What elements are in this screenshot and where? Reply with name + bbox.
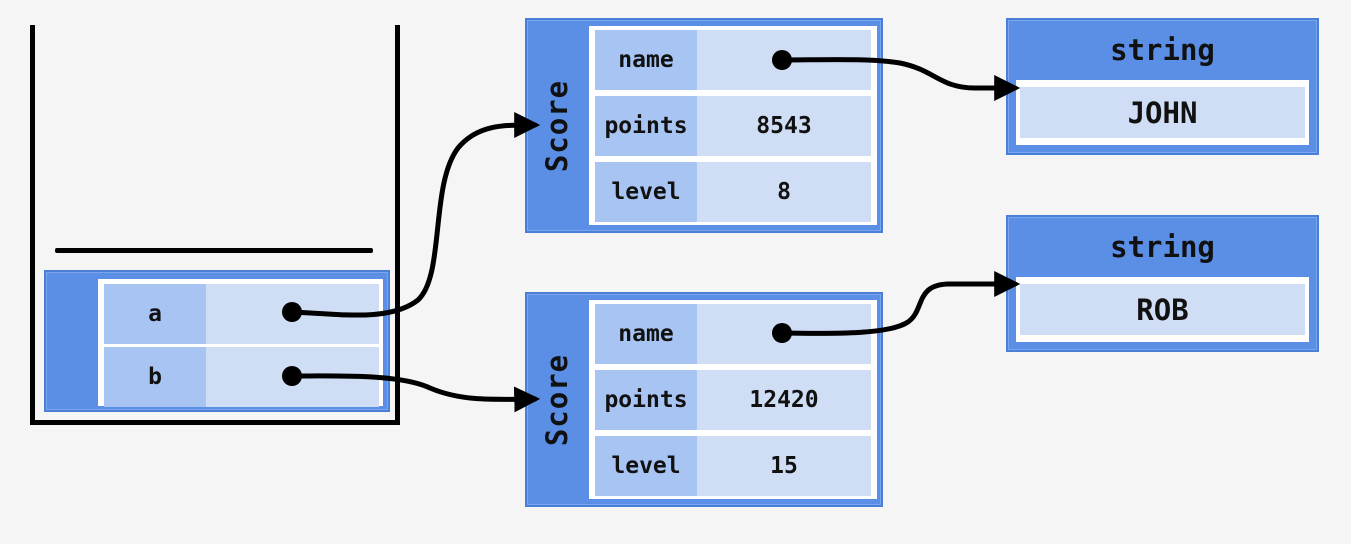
score2-value-name bbox=[697, 304, 871, 364]
string-object-1: string JOHN bbox=[1006, 18, 1319, 155]
stack-key-a: a bbox=[104, 284, 206, 344]
score1-value-name bbox=[697, 30, 871, 90]
score1-value-points: 8543 bbox=[756, 113, 812, 139]
score-object-1-label: Score bbox=[540, 79, 574, 172]
score-object-2-body: name points 12420 level 15 bbox=[589, 300, 877, 499]
score2-value-points: 12420 bbox=[749, 387, 819, 413]
score2-key-name: name bbox=[595, 304, 697, 364]
score1-row-name: name bbox=[595, 30, 871, 90]
score1-row-points: points 8543 bbox=[595, 96, 871, 156]
stack-row-b: b bbox=[104, 347, 379, 407]
string-object-1-value: JOHN bbox=[1020, 87, 1305, 138]
score2-row-name: name bbox=[595, 304, 871, 364]
stack-frame-body: a b bbox=[98, 279, 383, 407]
string-object-2-body: ROB bbox=[1016, 277, 1309, 342]
stack-key-b: b bbox=[104, 347, 206, 407]
score-object-1-body: name points 8543 level 8 bbox=[589, 26, 877, 225]
score1-value-level: 8 bbox=[777, 179, 791, 205]
score1-key-level: level bbox=[595, 162, 697, 222]
score-object-1: Score name points 8543 level 8 bbox=[525, 18, 883, 233]
score1-row-level: level 8 bbox=[595, 162, 871, 222]
stack-value-a bbox=[206, 284, 379, 344]
string-object-2-label: string bbox=[1110, 230, 1215, 264]
score2-row-level: level 15 bbox=[595, 436, 871, 496]
stack-row-a: a bbox=[104, 284, 379, 344]
stack-frame: a b bbox=[44, 270, 390, 412]
stack-divider bbox=[55, 248, 373, 253]
score2-row-points: points 12420 bbox=[595, 370, 871, 430]
score2-key-points: points bbox=[595, 370, 697, 430]
score2-key-level: level bbox=[595, 436, 697, 496]
stack-value-b bbox=[206, 347, 379, 407]
score-object-2: Score name points 12420 level 15 bbox=[525, 292, 883, 507]
string-object-1-label: string bbox=[1110, 33, 1215, 67]
string-object-1-body: JOHN bbox=[1016, 80, 1309, 145]
string-object-2: string ROB bbox=[1006, 215, 1319, 352]
score1-key-name: name bbox=[595, 30, 697, 90]
string-object-2-value: ROB bbox=[1020, 284, 1305, 335]
score2-value-level: 15 bbox=[770, 453, 798, 479]
score1-key-points: points bbox=[595, 96, 697, 156]
score-object-2-label: Score bbox=[540, 353, 574, 446]
